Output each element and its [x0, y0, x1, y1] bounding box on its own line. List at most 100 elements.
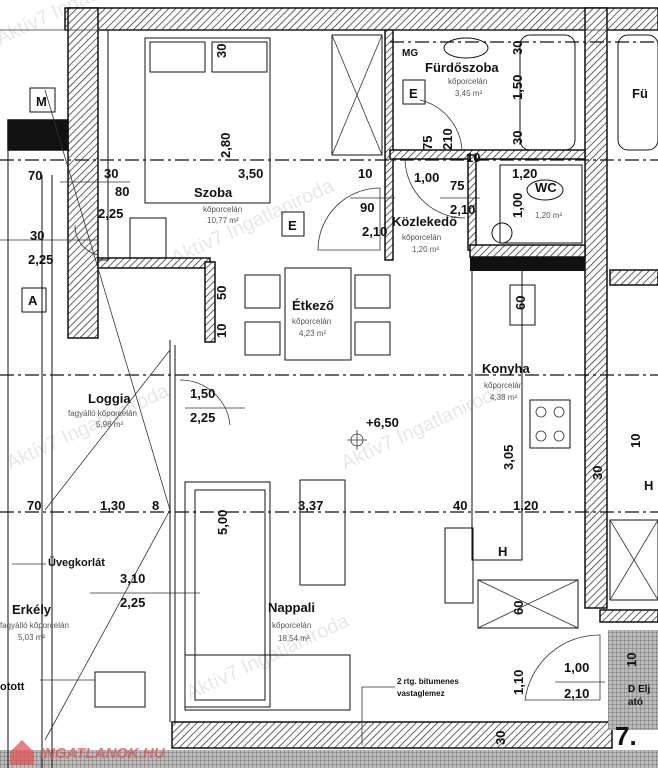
marker-m: M [36, 94, 47, 109]
label: 18,54 m² [278, 634, 310, 643]
label: WC [535, 180, 557, 195]
coffee-table [299, 479, 346, 586]
label: 1,20 m² [412, 245, 439, 254]
label: fagyálló kőporcelán [68, 409, 137, 418]
chair [129, 217, 167, 259]
label: INGATLANOK.HU [40, 745, 166, 762]
axis-lines [0, 29, 658, 513]
label: 10 [628, 434, 643, 448]
label: kőporcelán [203, 205, 242, 214]
label: 30 [510, 131, 525, 145]
label: 75 [450, 178, 464, 193]
label: 3,45 m² [455, 89, 482, 98]
marker-h: H [644, 478, 653, 493]
label: kőporcelán [272, 621, 311, 630]
label: 5,98 m² [96, 420, 123, 429]
label: 5,03 m² [18, 633, 45, 642]
house-icon [10, 740, 34, 765]
label: 70 [28, 168, 42, 183]
label: 60 [511, 601, 526, 615]
label: 5,00 [215, 510, 230, 535]
neighbor-bath-label: Fü [632, 86, 648, 101]
label: 80 [115, 184, 129, 199]
hob [529, 399, 571, 449]
room-etkezo: Étkező kőporcelán 4,23 m² [292, 298, 334, 338]
walls [0, 7, 658, 768]
label: 2,25 [98, 206, 123, 221]
neighbor-room-label: ató [628, 697, 643, 708]
doors [74, 99, 601, 701]
marker-e: E [409, 86, 418, 101]
label: 70 [27, 498, 41, 513]
label: 75 [420, 136, 435, 150]
level-mark: +6,50 [366, 415, 399, 430]
label: kőporcelán [448, 77, 487, 86]
label: kőporcelán [402, 233, 441, 242]
markers: M A E E MG H H +6,50 7. Fü D Elj ató [21, 48, 653, 751]
label: 1,20 [513, 498, 538, 513]
label: 40 [453, 498, 467, 513]
label: 10 [358, 166, 372, 181]
label: 10 [214, 324, 229, 338]
label: Étkező [292, 298, 334, 313]
label: 1,20 [512, 166, 537, 181]
label: Fürdőszoba [425, 60, 499, 75]
room-loggia: Loggia fagyálló kőporcelán 5,98 m² [68, 391, 137, 429]
wc-room [499, 164, 583, 244]
label: 2,80 [218, 133, 233, 158]
label: Közlekedő [392, 214, 457, 229]
label: 8 [152, 498, 159, 513]
room-wc: WC 1,20 m² [535, 180, 562, 220]
label: 3,37 [298, 498, 323, 513]
sink [491, 222, 513, 244]
label: Szoba [194, 185, 233, 200]
label: 1,00 [564, 660, 589, 675]
ingatlanok-logo: INGATLANOK.HU [10, 740, 166, 765]
bathtub [519, 34, 576, 151]
label: 30 [590, 466, 605, 480]
label: 10 [624, 653, 639, 667]
label: Loggia [88, 391, 131, 406]
dimensions: 30 2,80 3,50 30 80 2,25 70 30 2,25 10 90… [27, 41, 643, 745]
label: 4,23 m² [299, 329, 326, 338]
furniture [7, 34, 658, 768]
label: Erkély [12, 602, 52, 617]
label: 90 [360, 200, 374, 215]
label: 1,30 [100, 498, 125, 513]
label: fagyálló kőporcelán [0, 621, 69, 630]
label: 1,50 [510, 75, 525, 100]
marker-a: A [28, 293, 38, 308]
dining-table [284, 267, 352, 361]
label: 30 [214, 44, 229, 58]
sofa [184, 481, 271, 708]
label: 3,05 [501, 445, 516, 470]
marker-e: E [288, 218, 297, 233]
kitchen-counter [471, 269, 523, 561]
label: Aktív7 Ingatlaniroda [338, 380, 508, 475]
fridge [444, 527, 474, 604]
room-erkely: Erkély fagyálló kőporcelán 5,03 m² [0, 602, 69, 642]
label: 10 [466, 150, 480, 165]
label: 1,20 m² [535, 211, 562, 220]
label: 210 [440, 128, 455, 150]
label: 1,50 [190, 386, 215, 401]
room-kozlekedo: Közlekedő kőporcelán 1,20 m² [392, 214, 457, 254]
label: kőporcelán [484, 381, 523, 390]
shaft [477, 579, 579, 629]
label: 60 [513, 296, 528, 310]
label: 1,00 [414, 170, 439, 185]
bitumen-note: 2 rtg. bitumenes [397, 677, 459, 686]
neighbor-room-label: D Elj [628, 684, 650, 695]
label: 30 [510, 41, 525, 55]
label: 2,25 [120, 595, 145, 610]
bed [144, 37, 271, 204]
label: 1,00 [510, 193, 525, 218]
toilet [526, 179, 564, 201]
partial-note: otott [0, 681, 25, 693]
label: 4,38 m² [490, 393, 517, 402]
label: kőporcelán [292, 317, 331, 326]
